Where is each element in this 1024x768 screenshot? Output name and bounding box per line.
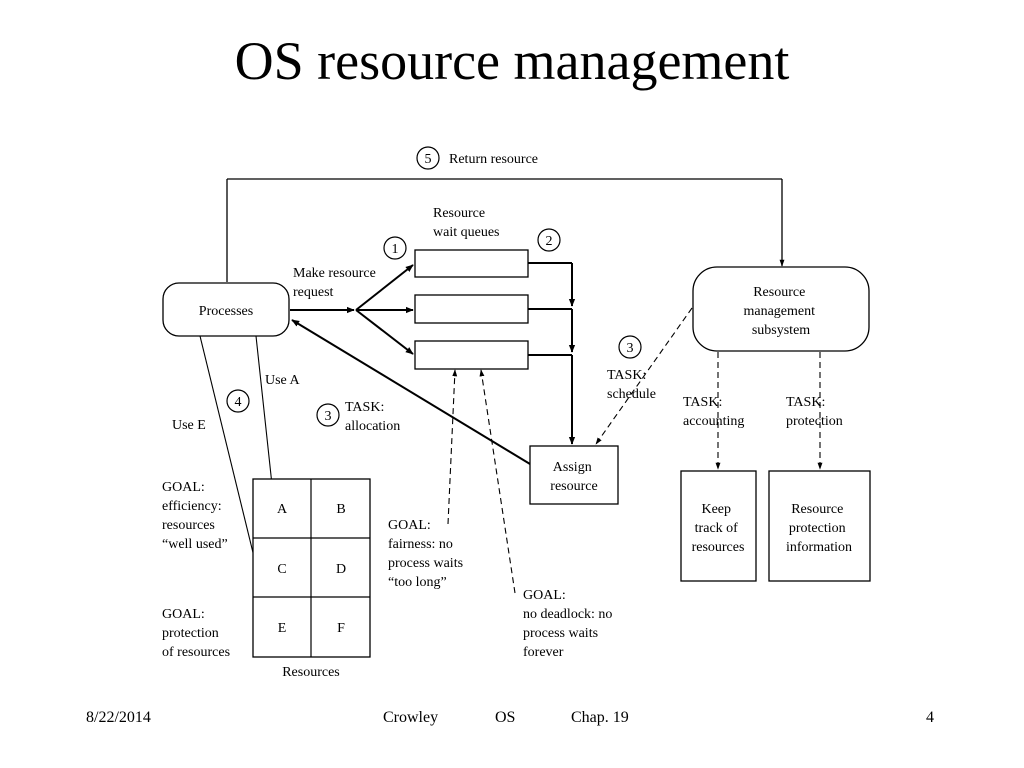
protection-info-box: Resource protection information xyxy=(768,470,871,582)
svg-text:2: 2 xyxy=(546,234,553,249)
goal-efficiency-text: GOAL: efficiency: resources “well used” xyxy=(162,480,228,552)
rms-box: Resource management subsystem xyxy=(692,266,870,352)
svg-text:5: 5 xyxy=(425,152,432,167)
use-a-label: Use A xyxy=(265,373,301,388)
deadlock-goal-arrow xyxy=(479,369,516,594)
step-1-badge: 1 xyxy=(383,236,407,260)
wait-queue-3 xyxy=(414,340,529,370)
assign-resource-box: Assign resource xyxy=(529,445,619,505)
task-protection-label: TASK: protection xyxy=(786,395,843,429)
goal-deadlock-text: GOAL: no deadlock: no process waits fore… xyxy=(523,588,616,660)
use-e-label: Use E xyxy=(172,418,206,433)
svg-text:Keep track of: Keep track of resources xyxy=(692,502,745,555)
step-4-badge: 4 xyxy=(226,389,250,413)
processes-box: Processes xyxy=(162,282,290,337)
resource-cell-f: F xyxy=(337,621,345,636)
footer-chapter: Chap. 19 xyxy=(571,709,629,726)
resource-cell-e: E xyxy=(278,621,287,636)
svg-text:Assign resource: Assign resource xyxy=(550,460,597,494)
resources-grid: A B C D E F xyxy=(252,478,371,658)
keep-track-box: Keep track of resources xyxy=(680,470,757,582)
resource-cell-b: B xyxy=(336,502,345,517)
request-arrows xyxy=(290,264,414,355)
return-resource-path xyxy=(226,178,785,282)
use-a-arrow xyxy=(255,335,275,495)
svg-text:3: 3 xyxy=(627,341,634,356)
footer-author: Crowley xyxy=(383,709,439,726)
task-accounting-label: TASK: accounting xyxy=(683,395,744,429)
wait-queue-1 xyxy=(414,249,529,278)
queue-output-arrows xyxy=(528,262,576,445)
return-resource-label: Return resource xyxy=(449,152,538,167)
svg-text:Resource management: Resource management subsystem xyxy=(743,285,818,338)
resource-cell-d: D xyxy=(336,562,346,577)
wait-queues-title: Resource wait queues xyxy=(433,206,499,240)
goal-protection-text: GOAL: protection of resources xyxy=(162,607,230,660)
footer-course: OS xyxy=(495,709,516,726)
step-3-schedule-badge: 3 xyxy=(618,335,642,359)
slide-title: OS resource management xyxy=(234,31,790,91)
task-allocation-label: TASK: allocation xyxy=(345,400,400,434)
footer-page-number: 4 xyxy=(926,709,934,726)
processes-label: Processes xyxy=(199,304,253,319)
fairness-goal-arrow xyxy=(447,369,458,525)
goal-fairness-text: GOAL: fairness: no process waits “too lo… xyxy=(388,518,467,590)
step-3-allocation-badge: 3 xyxy=(316,403,340,427)
svg-text:3: 3 xyxy=(325,409,332,424)
schedule-arrow xyxy=(595,307,693,445)
task-schedule-label: TASK: schedule xyxy=(607,368,656,402)
wait-queue-2 xyxy=(414,294,529,324)
footer-date: 8/22/2014 xyxy=(86,709,151,726)
make-request-label: Make resource request xyxy=(293,266,379,300)
svg-text:4: 4 xyxy=(235,395,242,410)
resource-cell-a: A xyxy=(277,502,288,517)
step-2-badge: 2 xyxy=(537,228,561,252)
step-5-badge: 5 xyxy=(416,146,440,170)
allocation-arrow xyxy=(291,319,531,465)
resources-label: Resources xyxy=(282,665,340,680)
resource-cell-c: C xyxy=(277,562,286,577)
svg-text:Resource protection: Resource protection information xyxy=(786,502,852,555)
svg-text:1: 1 xyxy=(392,242,399,257)
